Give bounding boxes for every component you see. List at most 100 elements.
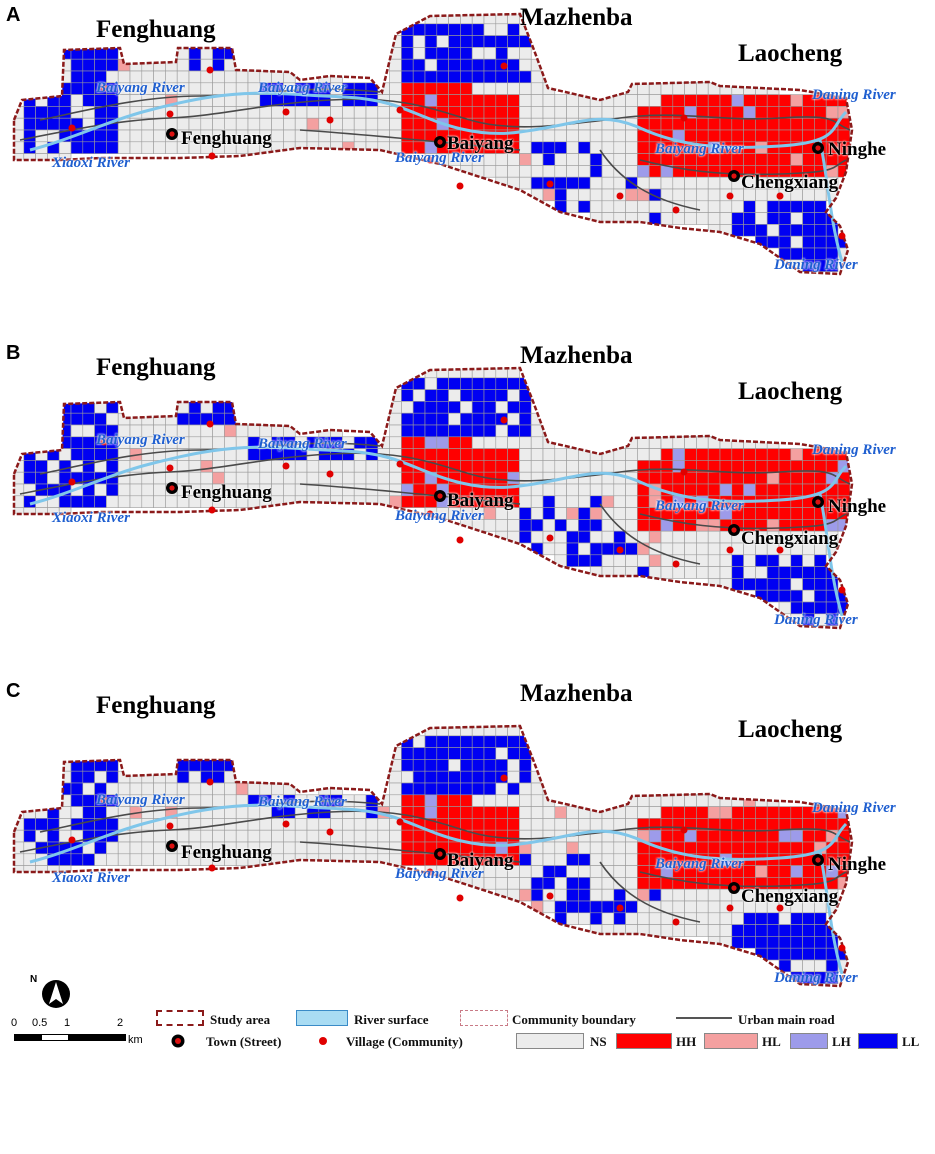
village-marker-icon xyxy=(680,468,688,476)
grid-cell-lh xyxy=(424,436,438,449)
grid-cell-ll xyxy=(471,401,485,414)
grid-cell-ll xyxy=(495,35,508,48)
grid-cell-ns xyxy=(188,70,202,84)
grid-cell-ll xyxy=(530,888,544,902)
village-marker-icon xyxy=(672,206,680,214)
grid-cell-ll xyxy=(471,389,485,402)
grid-cell-ns xyxy=(672,794,685,807)
grid-cell-ll xyxy=(82,82,95,95)
grid-cell-hh xyxy=(837,483,851,497)
grid-cell-ns xyxy=(613,853,626,866)
urban-road xyxy=(639,513,847,530)
grid-cell-ns xyxy=(460,14,473,25)
grid-cell-hh xyxy=(814,117,827,131)
grid-cell-ns xyxy=(696,794,709,807)
grid-cell-ns xyxy=(389,58,402,72)
grid-cell-ll xyxy=(436,58,449,72)
grid-cell-hh xyxy=(684,448,697,461)
grid-cell-ll xyxy=(755,554,768,567)
grid-cell-ll xyxy=(448,735,461,748)
grid-cell-hh xyxy=(719,117,733,131)
grid-cell-ns xyxy=(613,153,626,166)
grid-cell-ns xyxy=(613,129,626,143)
grid-cell-ll xyxy=(519,412,532,426)
grid-cell-ll xyxy=(82,770,95,784)
legend-label: LH xyxy=(832,1034,851,1049)
town-label: Chengxiang xyxy=(741,886,839,907)
grid-cell-ns xyxy=(554,877,567,890)
grid-cell-ns xyxy=(637,200,650,213)
grid-cell-ns xyxy=(448,412,461,426)
grid-cell-ns xyxy=(601,530,615,544)
grid-cell-ns xyxy=(554,460,567,473)
grid-cell-ns xyxy=(589,141,603,154)
grid-cell-ns xyxy=(696,554,709,567)
grid-cell-hh xyxy=(766,507,780,520)
grid-cell-ns xyxy=(306,829,320,843)
grid-cell-ll xyxy=(82,141,95,154)
grid-cell-ll xyxy=(94,58,107,72)
grid-cell-ll xyxy=(212,58,225,72)
grid-cell-ll xyxy=(424,735,438,748)
grid-cell-ll xyxy=(353,94,367,107)
grid-cell-ll xyxy=(802,200,815,213)
grid-cell-hh xyxy=(743,806,756,819)
grid-cell-ns xyxy=(200,82,213,95)
grid-cell-lh xyxy=(648,829,662,843)
grid-cell-ll xyxy=(802,212,815,225)
grid-cell-ll xyxy=(471,412,485,426)
grid-cell-ll xyxy=(825,259,839,272)
grid-cell-hh xyxy=(731,818,744,831)
grid-cell-ll xyxy=(176,770,190,784)
grid-cell-ns xyxy=(554,94,567,107)
grid-cell-ll xyxy=(814,566,827,579)
grid-cell-ns xyxy=(696,566,709,579)
grid-cell-ns xyxy=(212,424,225,438)
grid-cell-hh xyxy=(495,448,508,461)
village-marker-icon xyxy=(206,420,214,428)
grid-cell-hh xyxy=(483,94,497,107)
town-marker-center xyxy=(815,145,821,151)
grid-cell-ll xyxy=(554,176,567,190)
grid-cell-ns xyxy=(23,841,36,855)
village-marker-icon xyxy=(208,506,216,514)
grid-cell-ll xyxy=(790,936,803,949)
grid-cell-ns xyxy=(578,188,591,202)
village-marker-icon xyxy=(546,892,554,900)
grid-cell-ns xyxy=(696,530,709,544)
river-label: Baiyang River xyxy=(96,80,185,96)
grid-cell-ns xyxy=(436,726,449,737)
legend-label: HL xyxy=(762,1034,781,1049)
grid-cell-ns xyxy=(306,106,320,119)
grid-cell-ll xyxy=(519,770,532,784)
grid-cell-ns xyxy=(58,70,72,84)
grid-cell-ll xyxy=(448,377,461,390)
grid-cell-ll xyxy=(23,829,36,843)
grid-cell-ll xyxy=(755,235,768,249)
grid-cell-ns xyxy=(424,14,438,25)
grid-cell-hh xyxy=(766,448,780,461)
grid-cell-ll xyxy=(554,519,567,532)
grid-cell-ll xyxy=(589,542,603,556)
legend-label: Study area xyxy=(210,1012,271,1027)
river-label: Baiyang River xyxy=(395,150,484,166)
grid-cell-ll xyxy=(47,483,60,497)
grid-cell-ns xyxy=(106,853,119,866)
grid-cell-ns xyxy=(247,829,261,843)
grid-cell-ns xyxy=(188,424,202,438)
grid-cell-ll xyxy=(778,589,792,603)
grid-cell-ns xyxy=(141,853,154,866)
grid-cell-ns xyxy=(743,554,756,567)
grid-cell-hh xyxy=(743,507,756,520)
grid-cell-ns xyxy=(141,129,154,143)
grid-cell-ll xyxy=(23,129,36,143)
grid-cell-ll xyxy=(483,770,497,784)
grid-cell-ll xyxy=(412,377,426,390)
grid-cell-ns xyxy=(318,818,331,831)
grid-cell-ns xyxy=(106,841,119,855)
grid-cell-ns xyxy=(483,165,497,178)
grid-cell-ns xyxy=(566,495,579,508)
village-marker-icon xyxy=(282,108,290,116)
grid-cell-ns xyxy=(601,188,615,202)
grid-cell-hh xyxy=(802,117,815,131)
